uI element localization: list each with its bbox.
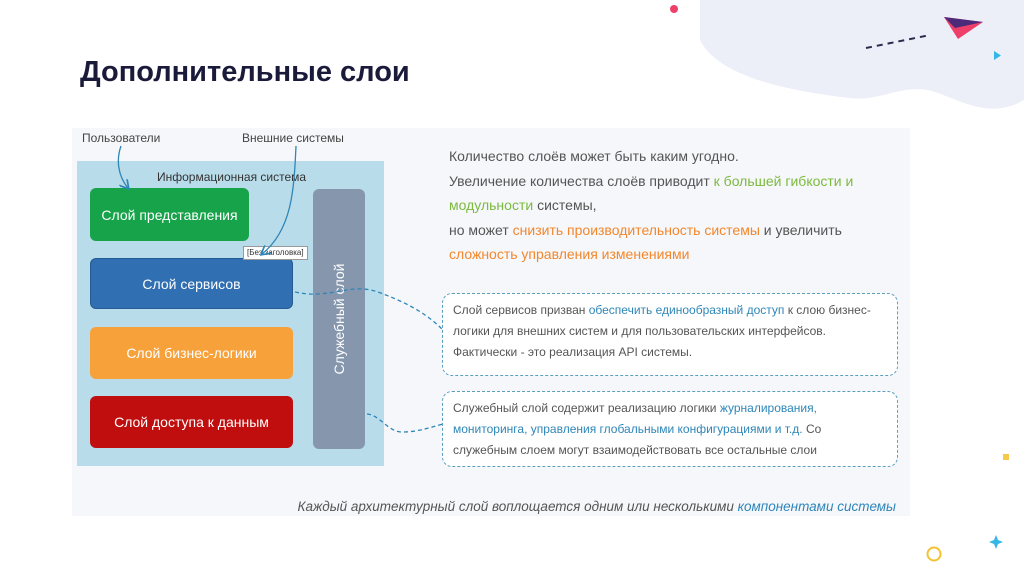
presentation-layer-label: Слой представления	[101, 206, 238, 223]
service-layer-label: Служебный слой	[331, 263, 347, 375]
services-layer-box: Слой сервисов	[90, 258, 293, 309]
dashed-trail	[865, 34, 931, 49]
flexibility-highlight: к большей гибкости и модульности	[449, 172, 854, 214]
yellow-square	[1003, 454, 1009, 460]
intro-paragraph-3: но может снизить производительность сист…	[449, 221, 842, 263]
data-access-layer-box: Слой доступа к данным	[90, 396, 293, 448]
services-layer-label: Слой сервисов	[142, 275, 241, 292]
page-title: Дополнительные слои	[80, 56, 410, 88]
presentation-layer-box: Слой представления	[90, 188, 249, 241]
intro-paragraph-2: Увеличение количества слоёв приводит к б…	[449, 172, 854, 214]
data-access-layer-label: Слой доступа к данным	[114, 414, 269, 430]
complexity-highlight: сложность управления изменениями	[449, 246, 690, 262]
footer-caption: Каждый архитектурный слой воплощается од…	[297, 499, 896, 514]
intro-text: Количество слоёв может быть каким угодно…	[449, 144, 889, 267]
pink-dot	[670, 5, 678, 13]
external-systems-label: Внешние системы	[242, 131, 344, 145]
service-layer-note-text: Служебный слой содержит реализацию логик…	[453, 401, 822, 457]
business-logic-layer-label: Слой бизнес-логики	[126, 345, 257, 361]
intro-line-1: Количество слоёв может быть каким угодно…	[449, 148, 739, 164]
services-note-api-line: Фактически - это реализация API системы.	[453, 345, 693, 359]
paper-plane-icon	[944, 17, 983, 39]
information-system-label: Информационная система	[157, 170, 307, 184]
logging-highlight: журналирования, мониторинга, управления …	[453, 401, 817, 436]
services-note: Слой сервисов призван обеспечить единооб…	[442, 293, 898, 376]
small-triangle-icon	[994, 51, 1001, 60]
service-layer-note: Служебный слой содержит реализацию логик…	[442, 391, 898, 467]
uniform-access-highlight: обеспечить единообразный доступ	[588, 303, 785, 317]
untitled-tag: [Без заголовка]	[243, 246, 308, 260]
yellow-ring	[926, 546, 942, 562]
sparkle-icon	[989, 535, 1003, 549]
users-label: Пользователи	[82, 131, 161, 145]
components-highlight: компонентами системы	[737, 499, 896, 514]
top-right-blob	[700, 0, 1024, 109]
business-logic-layer-box: Слой бизнес-логики	[90, 327, 293, 379]
services-note-text: Слой сервисов призван обеспечить единооб…	[453, 303, 871, 338]
performance-highlight: снизить производительность системы	[512, 221, 760, 238]
